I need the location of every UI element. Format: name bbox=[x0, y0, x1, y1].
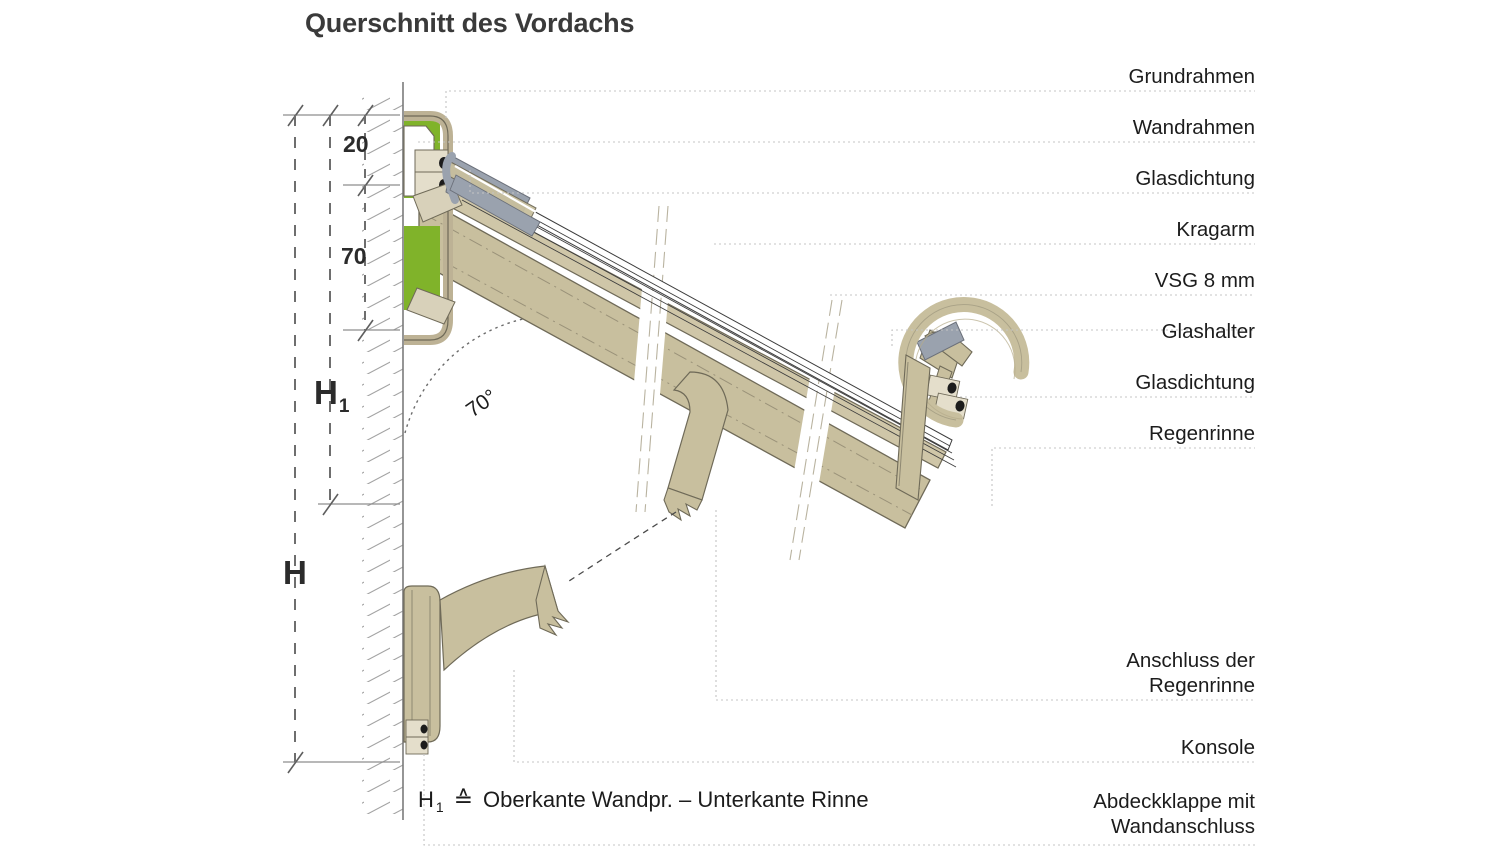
legend-item-label: Regenrinne bbox=[1149, 422, 1255, 445]
legend-item-regenrinne: Regenrinne bbox=[875, 421, 1255, 446]
h1-subscript: 1 bbox=[338, 396, 350, 417]
legend-item-label: Glasdichtung bbox=[1135, 167, 1255, 190]
legend-item-konsole: Konsole bbox=[875, 735, 1255, 760]
legend-item-label: Kragarm bbox=[1176, 218, 1255, 241]
legend-item-kragarm: Kragarm bbox=[875, 217, 1255, 242]
caption-equals-icon: ≙ bbox=[453, 786, 473, 812]
dimension-label-20: 20 bbox=[343, 131, 369, 157]
dimension-label-70: 70 bbox=[341, 243, 367, 269]
legend-item-label: Regenrinne bbox=[1149, 674, 1255, 697]
legend-item-label: Anschluss der bbox=[1126, 649, 1255, 672]
leader-lines bbox=[418, 90, 1255, 846]
konsole-assembly bbox=[403, 585, 441, 755]
vsg-glass-pane bbox=[450, 167, 957, 468]
dimension-lines bbox=[283, 104, 400, 774]
legend-item-wandrahmen: Wandrahmen bbox=[875, 115, 1255, 140]
abdeckklappe-mit-wandanschluss bbox=[439, 563, 570, 672]
kragarm-end-face bbox=[895, 354, 931, 501]
caption-symbol: H bbox=[418, 787, 434, 812]
legend-item-grundrahmen: Grundrahmen bbox=[875, 64, 1255, 89]
break-mark bbox=[779, 299, 850, 561]
angle-arc bbox=[404, 315, 541, 434]
legend-item-label: Abdeckklappe mit bbox=[1093, 790, 1255, 813]
glasdichtung-oben bbox=[442, 152, 541, 237]
legend-item-glashalter: Glashalter bbox=[875, 319, 1255, 344]
dimension-label-H1: H1 bbox=[314, 374, 349, 417]
legend-item-vsg-8-mm: VSG 8 mm bbox=[875, 268, 1255, 293]
legend-item-glasdichtung-unten: Glasdichtung bbox=[875, 370, 1255, 395]
legend-item-label: Wandanschluss bbox=[1111, 815, 1255, 838]
caption-text: Oberkante Wandpr. – Unterkante Rinne bbox=[482, 787, 869, 812]
page-title: Querschnitt des Vordachs bbox=[305, 8, 635, 38]
anschluss-der-regenrinne bbox=[565, 371, 729, 584]
legend-item-label: Grundrahmen bbox=[1128, 65, 1255, 88]
caption-subscript: 1 bbox=[435, 799, 444, 815]
legend-item-label: Glashalter bbox=[1161, 320, 1255, 343]
legend-item-label: Konsole bbox=[1180, 736, 1255, 759]
legend-item-label: Glasdichtung bbox=[1135, 371, 1255, 394]
legend-item-glasdichtung-oben: Glasdichtung bbox=[875, 166, 1255, 191]
legend-item-label: VSG 8 mm bbox=[1154, 269, 1255, 292]
dimension-label-H: H bbox=[283, 554, 307, 591]
wall-hatching bbox=[362, 82, 404, 820]
legend-item-label: Wandrahmen bbox=[1132, 116, 1255, 139]
h1-letter: H bbox=[314, 374, 338, 411]
